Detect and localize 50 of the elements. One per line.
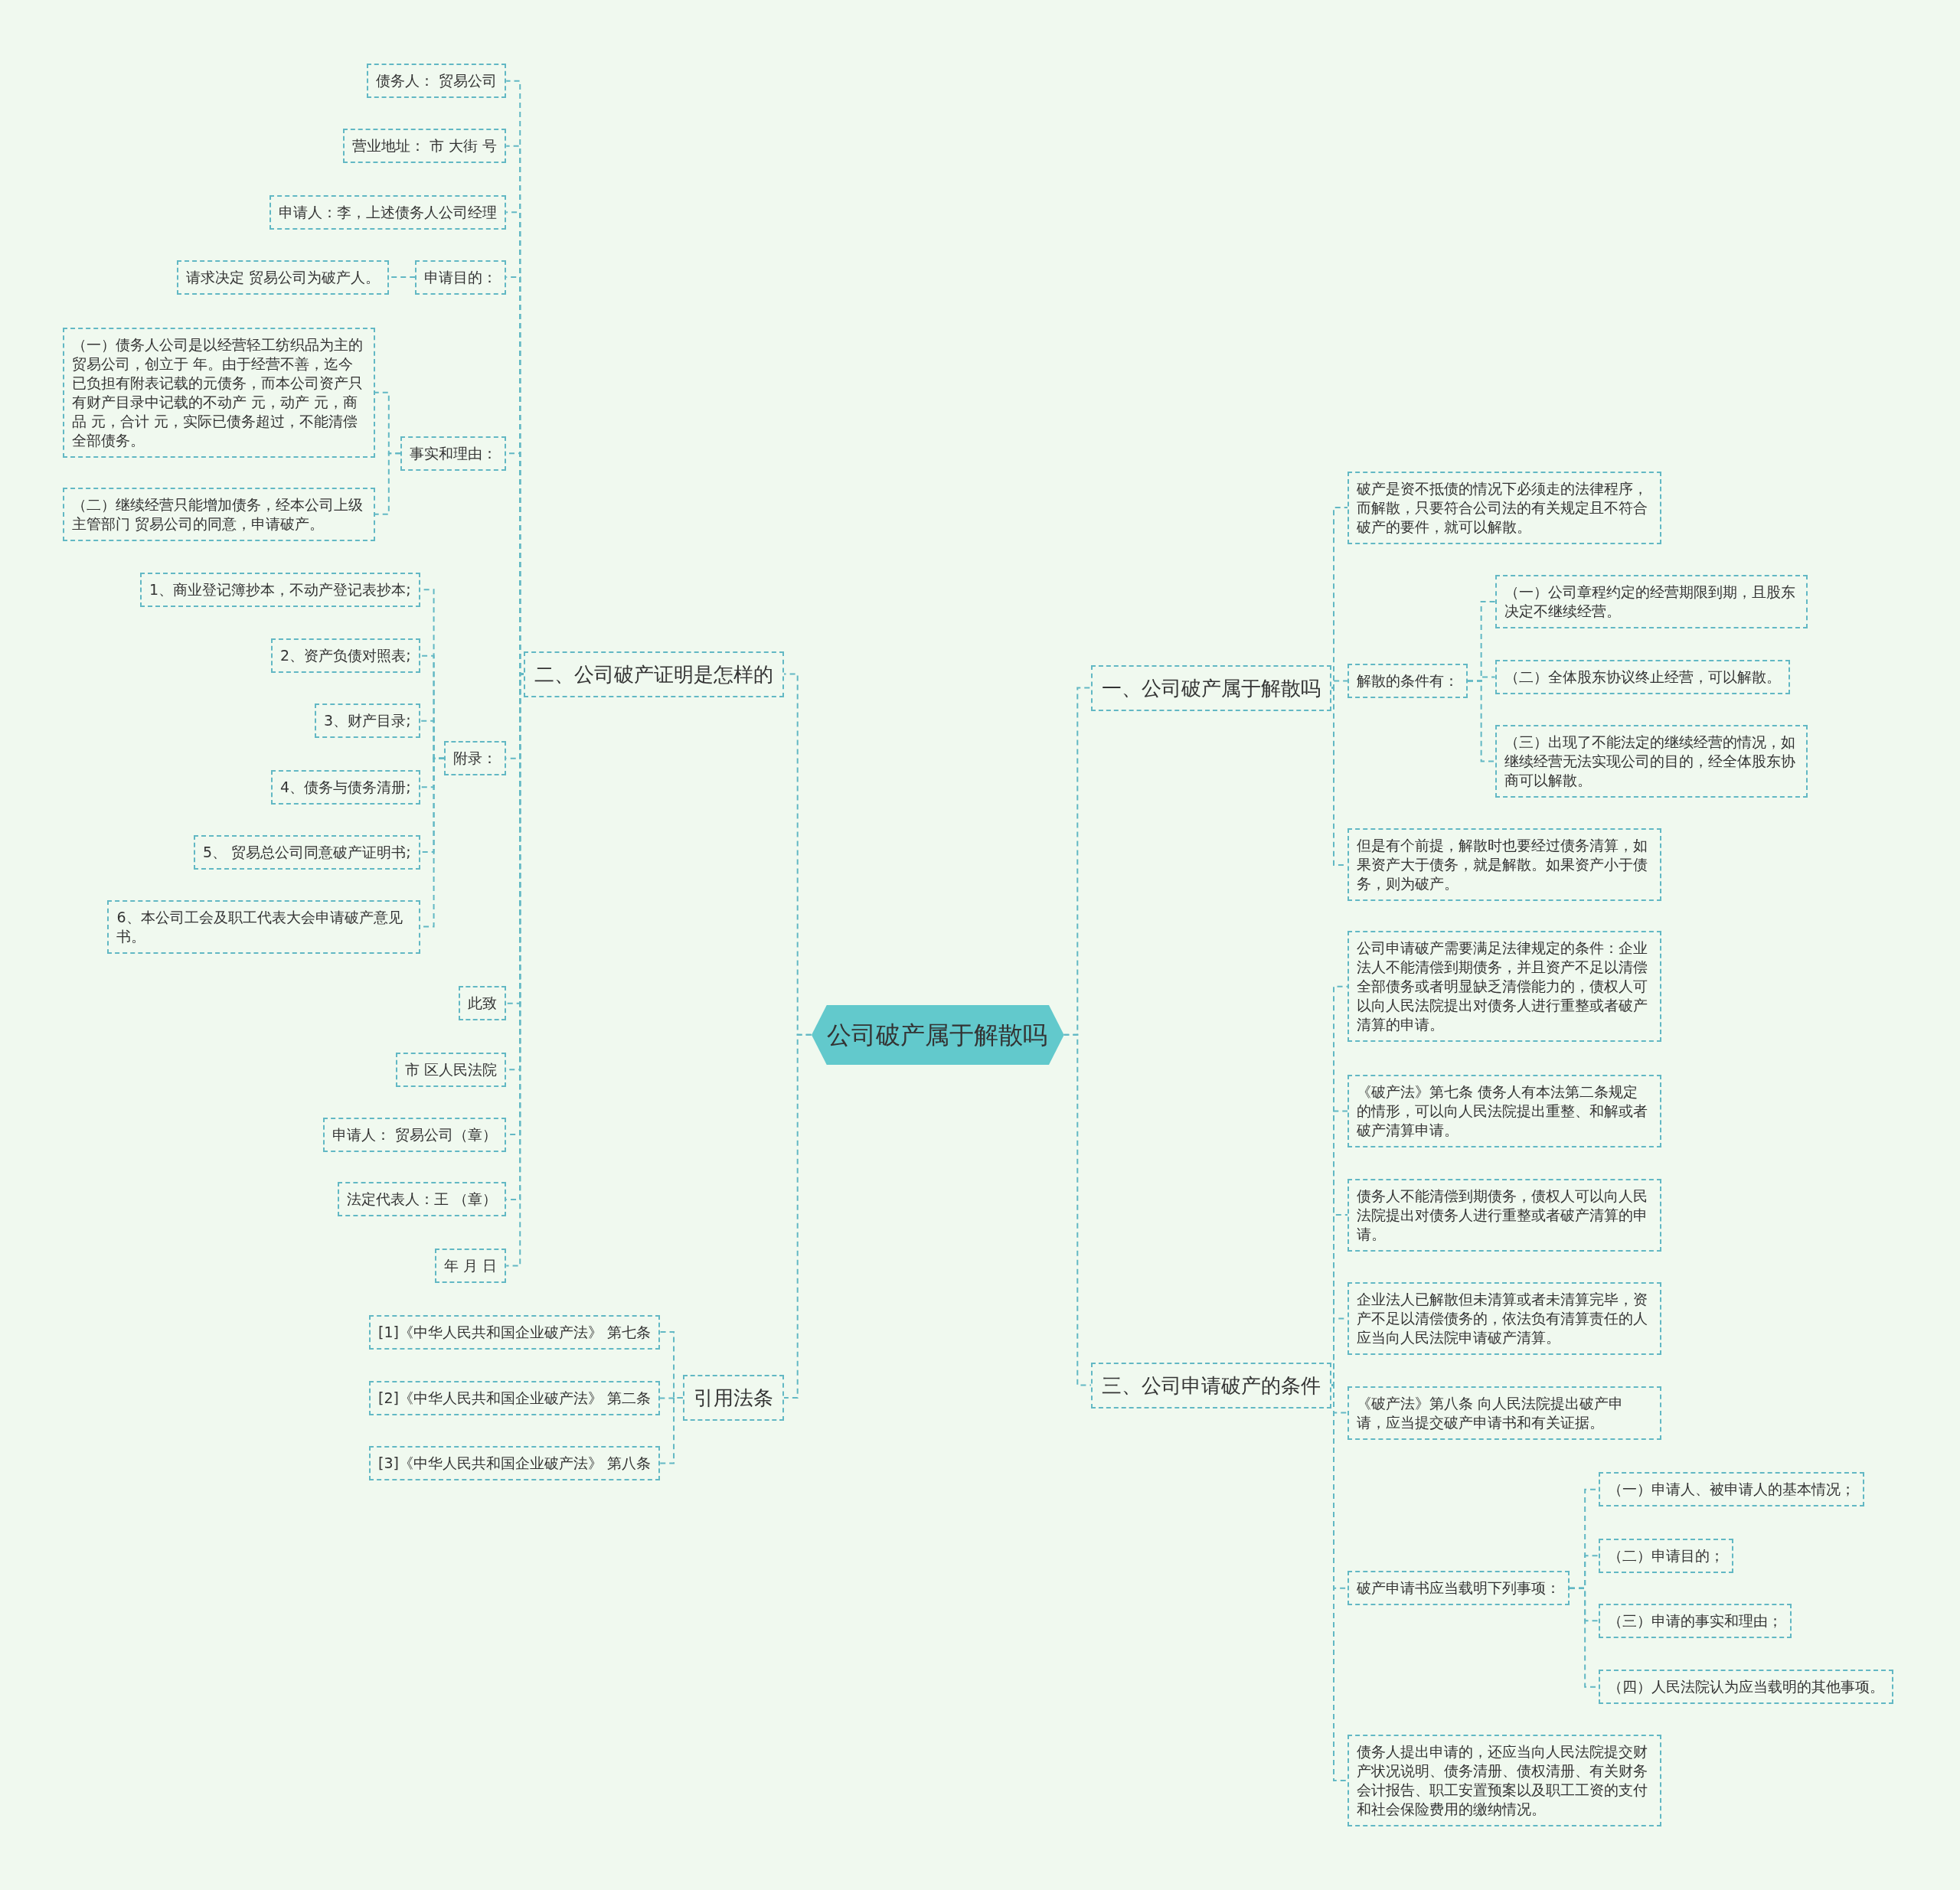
topic-box: 年 月 日 — [435, 1249, 507, 1283]
topic-box: 申请人： 贸易公司（章） — [323, 1117, 507, 1152]
connector-line — [374, 452, 402, 515]
topic-box: 法定代表人：王 （章） — [338, 1182, 507, 1217]
topic-box: 企业法人已解散但未清算或者未清算完毕，资产不足以清偿债务的，依法负有清算责任的人应当向人民法院申请破产清算。 — [1348, 1282, 1661, 1356]
topic-box: 2、资产负债对照表; — [271, 638, 420, 674]
topic-box: [2]《中华人民共和国企业破产法》 第二条 — [369, 1381, 661, 1416]
topic-box: 4、债务与债务清册; — [271, 769, 420, 805]
topic-box: 附录： — [444, 741, 507, 776]
topic-box: （三）申请的事实和理由； — [1599, 1603, 1792, 1638]
branch-topic-box: 引用法条 — [682, 1374, 784, 1421]
topic-box: （一）申请人、被申请人的基本情况； — [1599, 1472, 1865, 1507]
topic-box: 1、商业登记簿抄本，不动产登记表抄本; — [140, 572, 420, 607]
topic-box: 但是有个前提，解散时也要经过债务清算，如果资产大于债务，就是解散。如果资产小于债务，则为破产。 — [1348, 828, 1661, 902]
topic-box: 破产是资不抵债的情况下必须走的法律程序，而解散，只要符合公司法的有关规定且不符合破产的要件，就可以解散。 — [1348, 471, 1661, 544]
topic-box: 5、 贸易总公司同意破产证明书; — [194, 834, 420, 870]
connector-line — [782, 1033, 812, 1399]
branch-topic-box: 三、公司申请破产的条件 — [1091, 1362, 1332, 1409]
topic-box: 债务人提出申请的，还应当向人民法院提交财产状况说明、债务清册、债权清册、有关财务会计报告、职工安置预案以及职工工资的支付和社会保险费用的缴纳情况。 — [1348, 1735, 1661, 1827]
topic-box: 事实和理由： — [400, 436, 507, 471]
topic-box: 此致 — [459, 986, 507, 1021]
branch-topic-box: 一、公司破产属于解散吗 — [1091, 664, 1332, 711]
topic-box: 债务人不能清偿到期债务，债权人可以向人民法院提出对债务人进行重整或者破产清算的申请。 — [1348, 1178, 1661, 1252]
topic-box: 解散的条件有： — [1348, 663, 1468, 698]
topic-box: （三）出现了不能法定的继续经营的情况，如继续经营无法实现公司的目的，经全体股东协商可以解散。 — [1494, 724, 1808, 798]
topic-box: （二）全体股东协议终止经营，可以解散。 — [1494, 660, 1790, 695]
topic-box: （二）申请目的； — [1599, 1538, 1734, 1573]
topic-box: 申请人：李，上述债务人公司经理 — [270, 194, 507, 230]
topic-box: 3、财产目录; — [315, 703, 420, 739]
connector-line — [659, 1396, 684, 1464]
topic-box: 《破产法》第八条 向人民法院提出破产申请，应当提交破产申请书和有关证据。 — [1348, 1386, 1661, 1440]
connector-line — [1063, 1033, 1093, 1386]
topic-box: 市 区人民法院 — [396, 1052, 507, 1087]
connector-line — [1467, 680, 1496, 762]
topic-box: （一）公司章程约定的经营期限到期，且股东决定不继续经营。 — [1494, 575, 1808, 628]
topic-box: 债务人： 贸易公司 — [367, 64, 507, 99]
topic-box: 公司申请破产需要满足法律规定的条件：企业法人不能清偿到期债务，并且资产不足以清偿全部债务或者明显缺乏清偿能力的，债权人可以向人民法院提出对债务人进行重整或者破产清算的申请。 — [1348, 931, 1661, 1043]
topic-box: [1]《中华人民共和国企业破产法》 第七条 — [369, 1314, 661, 1350]
topic-box: [3]《中华人民共和国企业破产法》 第八条 — [369, 1445, 661, 1480]
central-topic-hexagon: 公司破产属于解散吗 — [811, 1004, 1064, 1065]
topic-box: 《破产法》第七条 债务人有本法第二条规定的情形，可以向人民法院提出重整、和解或者破产清算申请。 — [1348, 1075, 1661, 1148]
topic-box: 6、本公司工会及职工代表大会申请破产意见书。 — [107, 899, 420, 954]
branch-topic-box: 二、公司破产证明是怎样的 — [523, 651, 784, 697]
topic-box: （一）债务人公司是以经营轻工纺织品为主的贸易公司，创立于 年。由于经营不善，迄今已负担有附表记载的元债务，而本公司资产只有财产目录中记载的不动产 元，动产 元，商品 元，合计 元，实际已债务超过，不能清偿全部债务。 — [62, 327, 375, 458]
topic-box: （四）人民法院认为应当载明的其他事项。 — [1599, 1670, 1894, 1705]
topic-box: （二）继续经营只能增加债务，经本公司上级主管部门 贸易公司的同意，申请破产。 — [62, 487, 375, 541]
topic-box: 破产申请书应当载明下列事项： — [1348, 1571, 1570, 1606]
topic-box: 申请目的： — [415, 260, 507, 295]
topic-box: 请求决定 贸易公司为破产人。 — [176, 260, 389, 295]
topic-box: 营业地址： 市 大街 号 — [343, 129, 507, 164]
